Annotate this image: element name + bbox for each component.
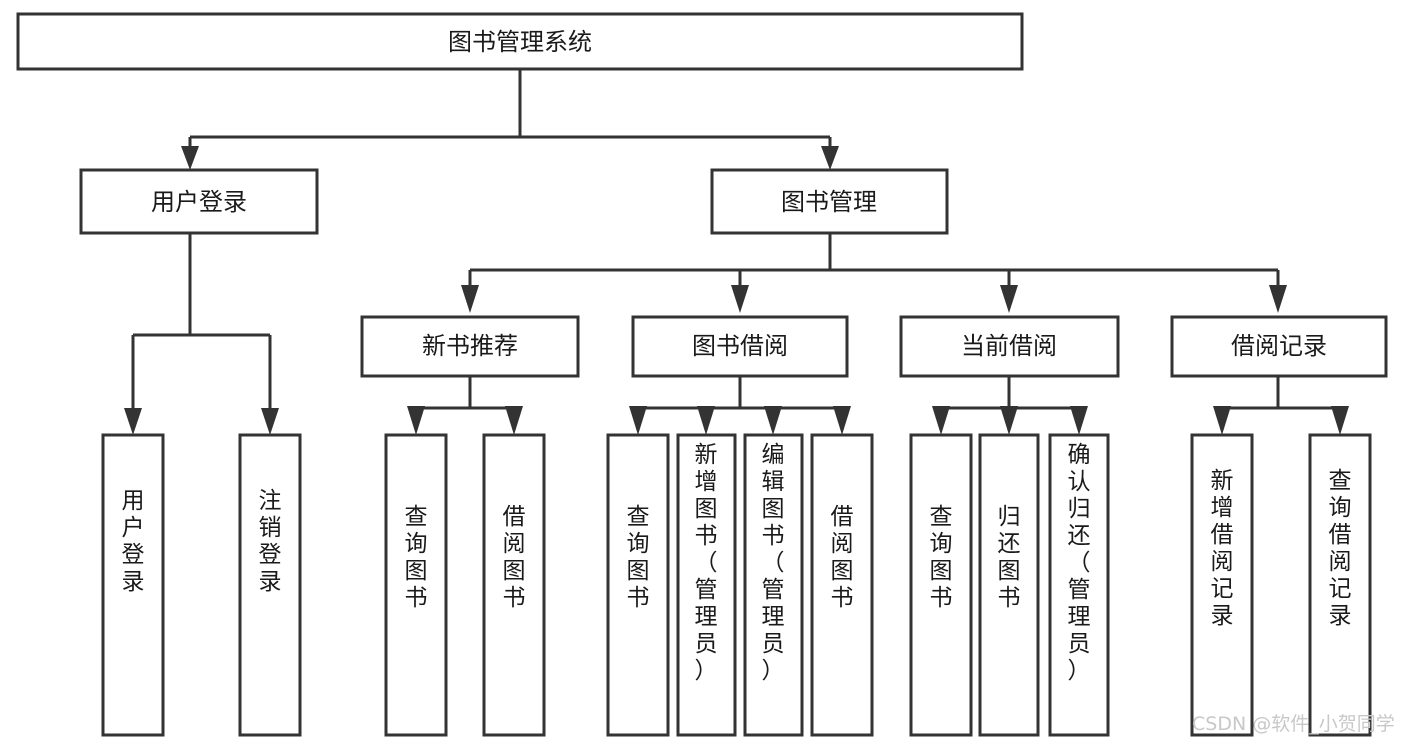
node-book-borrow[interactable]: 图书借阅 <box>631 315 849 378</box>
node-leaf-return-book-label: 归还图书 <box>998 504 1021 611</box>
node-leaf-query-book-3[interactable]: 查询图书 <box>909 433 973 737</box>
node-borrow-record-box[interactable] <box>1170 315 1388 378</box>
node-leaf-user-logout-label: 注销登录 <box>259 488 282 595</box>
arrow-head-leaf-confirm-return <box>1070 406 1088 435</box>
node-leaf-borrow-book-2[interactable]: 借阅图书 <box>810 433 874 737</box>
arrow-head-leaf-query-book-2 <box>629 406 647 435</box>
node-leaf-query-book-2-label: 查询图书 <box>627 504 650 611</box>
node-leaf-user-login-box[interactable] <box>101 433 165 737</box>
node-leaf-add-borrow-record[interactable]: 新增借阅记录 <box>1190 433 1254 737</box>
csdn-watermark: CSDN @软件_小贺同学 <box>1192 713 1395 735</box>
node-user-login-label: 用户登录 <box>151 188 247 216</box>
node-user-login[interactable]: 用户登录 <box>79 168 319 235</box>
node-leaf-borrow-book-2-label: 借阅图书 <box>831 504 854 611</box>
node-leaf-add-book[interactable]: 新增图书（管理员） <box>676 433 737 737</box>
node-new-book-recommend[interactable]: 新书推荐 <box>360 315 580 378</box>
node-book-management-box[interactable] <box>710 168 949 235</box>
arrow-head-leaf-query-borrow-record <box>1331 406 1349 435</box>
arrow-head-borrow-record <box>1269 285 1287 313</box>
arrow-head-leaf-borrow-book-1 <box>505 406 523 435</box>
node-root-box[interactable] <box>16 12 1024 71</box>
node-current-borrow-label: 当前借阅 <box>961 332 1057 360</box>
node-leaf-borrow-book-1-box[interactable] <box>482 433 546 737</box>
node-leaf-query-book-2[interactable]: 查询图书 <box>606 433 670 737</box>
node-leaf-query-book-1-box[interactable] <box>384 433 448 737</box>
node-user-login-box[interactable] <box>79 168 319 235</box>
node-leaf-add-borrow-record-label: 新增借阅记录 <box>1211 468 1234 629</box>
node-book-management[interactable]: 图书管理 <box>710 168 949 235</box>
node-book-borrow-box[interactable] <box>631 315 849 378</box>
arrow-head-leaf-user-login <box>124 408 142 435</box>
node-leaf-query-book-3-label: 查询图书 <box>930 504 953 611</box>
node-leaf-user-logout[interactable]: 注销登录 <box>238 433 302 737</box>
node-current-borrow[interactable]: 当前借阅 <box>899 315 1120 378</box>
node-leaf-borrow-book-1-label: 借阅图书 <box>503 504 526 611</box>
node-borrow-record[interactable]: 借阅记录 <box>1170 315 1388 378</box>
arrow-head-leaf-return-book <box>1000 406 1018 435</box>
node-leaf-confirm-return-label: 确认归还（管理员） <box>1068 442 1091 684</box>
node-leaf-confirm-return[interactable]: 确认归还（管理员） <box>1048 433 1110 737</box>
node-leaf-confirm-return-box[interactable] <box>1048 433 1110 737</box>
node-leaf-add-book-label: 新增图书（管理员） <box>695 442 718 684</box>
node-leaf-edit-book-box[interactable] <box>743 433 804 737</box>
node-borrow-record-label: 借阅记录 <box>1231 332 1327 360</box>
arrow-head-leaf-add-book <box>697 406 715 435</box>
node-leaf-add-borrow-record-box[interactable] <box>1190 433 1254 737</box>
node-book-borrow-label: 图书借阅 <box>692 332 788 360</box>
node-leaf-user-logout-box[interactable] <box>238 433 302 737</box>
node-leaf-edit-book-label: 编辑图书（管理员） <box>762 442 785 684</box>
arrow-head-to-book-management <box>821 146 839 170</box>
arrow-head-to-user-login <box>181 146 199 170</box>
arrow-head-current-borrow <box>1000 285 1018 313</box>
node-new-book-recommend-box[interactable] <box>360 315 580 378</box>
node-new-book-recommend-label: 新书推荐 <box>422 332 518 360</box>
arrow-head-leaf-query-book-1 <box>407 406 425 435</box>
node-leaf-user-login-label: 用户登录 <box>122 488 145 595</box>
node-leaf-borrow-book-1[interactable]: 借阅图书 <box>482 433 546 737</box>
node-leaf-query-book-1[interactable]: 查询图书 <box>384 433 448 737</box>
node-leaf-return-book[interactable]: 归还图书 <box>978 433 1040 737</box>
node-leaf-query-book-1-label: 查询图书 <box>405 504 428 611</box>
node-leaf-user-login[interactable]: 用户登录 <box>101 433 165 737</box>
node-current-borrow-box[interactable] <box>899 315 1120 378</box>
node-leaf-query-borrow-record-label: 查询借阅记录 <box>1329 468 1352 629</box>
arrow-head-new-book-recommend <box>461 285 479 313</box>
node-leaf-return-book-box[interactable] <box>978 433 1040 737</box>
node-leaf-query-book-3-box[interactable] <box>909 433 973 737</box>
arrow-head-leaf-query-book-3 <box>932 406 950 435</box>
node-book-management-label: 图书管理 <box>781 188 877 216</box>
node-root[interactable]: 图书管理系统 <box>16 12 1024 71</box>
arrow-head-leaf-add-borrow-record <box>1213 406 1231 435</box>
arrow-head-leaf-user-logout <box>261 408 279 435</box>
node-root-label: 图书管理系统 <box>448 28 592 56</box>
node-leaf-query-borrow-record-box[interactable] <box>1308 433 1372 737</box>
connector-layer <box>124 69 1349 435</box>
node-leaf-borrow-book-2-box[interactable] <box>810 433 874 737</box>
node-leaf-add-book-box[interactable] <box>676 433 737 737</box>
node-leaf-edit-book[interactable]: 编辑图书（管理员） <box>743 433 804 737</box>
node-leaf-query-book-2-box[interactable] <box>606 433 670 737</box>
arrow-head-book-borrow <box>731 285 749 313</box>
arrow-head-leaf-edit-book <box>764 406 782 435</box>
node-leaf-query-borrow-record[interactable]: 查询借阅记录 <box>1308 433 1372 737</box>
arrow-head-leaf-borrow-book-2 <box>833 406 851 435</box>
